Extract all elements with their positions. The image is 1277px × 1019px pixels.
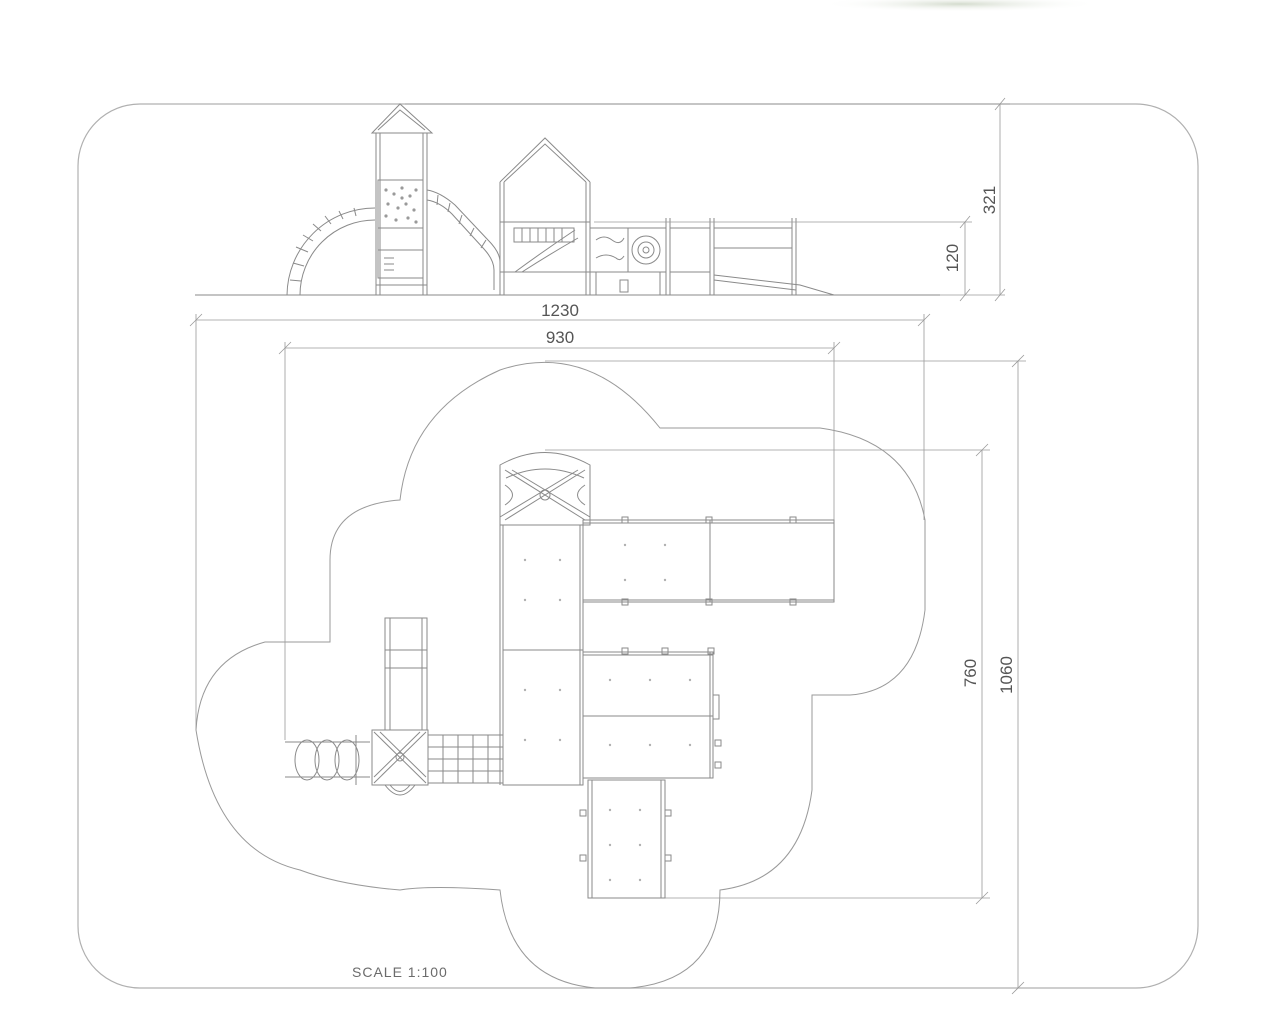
straight-slide-elevation: [426, 189, 501, 290]
spiral-slide-elevation: [286, 207, 376, 296]
main-tower-plan: [502, 524, 584, 651]
house-roof-elevation: [499, 137, 591, 295]
middle-platforms-plan: [582, 647, 722, 779]
scale-label: SCALE 1:100: [352, 964, 448, 980]
activity-panels-elevation: [589, 227, 667, 295]
spiral-slide-plan: [285, 735, 370, 785]
dim-label-depth-total: 1060: [997, 656, 1016, 694]
tall-tower-elevation: [370, 103, 434, 295]
tower-panel-pattern: [384, 186, 418, 224]
net-bridge-plan: [427, 734, 504, 784]
bottom-ramp-plan: [579, 779, 672, 899]
small-tower-plan: [371, 729, 429, 796]
lower-platform-plan: [502, 649, 584, 786]
platform-dots: [523, 543, 692, 882]
straight-slide-plan: [384, 617, 428, 731]
paper-smudge: [820, 0, 1100, 12]
dim-label-depth-inner: 760: [961, 659, 980, 687]
plan-view: [195, 361, 926, 989]
elevation-view: [195, 97, 1010, 302]
upper-bridge-plan: [582, 516, 835, 606]
safety-zone-outline: [195, 361, 926, 989]
dim-label-width-inner: 930: [546, 328, 574, 347]
dim-label-height-platform: 120: [943, 244, 962, 272]
platform-rail-elevation: [665, 218, 835, 296]
plan-dimensions: [189, 313, 1026, 995]
sheet-frame: [77, 103, 1199, 989]
dim-label-width-total: 1230: [541, 301, 579, 320]
elevation-dimensions: [405, 97, 1010, 302]
tower-roof-plan: [499, 452, 591, 526]
dim-label-height-total: 321: [980, 186, 999, 214]
